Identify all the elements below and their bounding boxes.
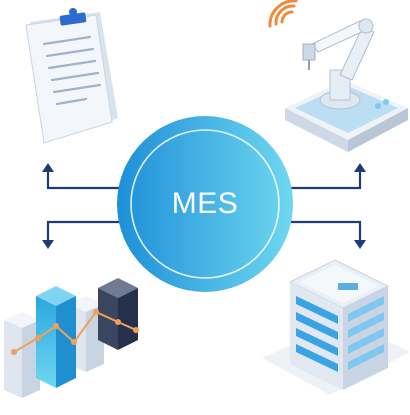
- arrow-bottom-right: [286, 220, 362, 242]
- arrowhead-down-icon: [354, 240, 366, 249]
- office-building-icon: [262, 259, 410, 395]
- arrowhead-up-icon: [354, 163, 366, 172]
- hub-label: MES: [171, 187, 239, 220]
- arrowhead-down-icon: [42, 240, 54, 249]
- clipboard-icon: [25, 8, 118, 144]
- connector-lines: [46, 170, 362, 242]
- wifi-signal-icon: [268, 0, 298, 28]
- robot-arm-icon: [268, 0, 408, 152]
- arrow-top-right: [280, 170, 362, 190]
- mes-hub: [117, 116, 293, 292]
- arrowhead-up-icon: [42, 163, 54, 172]
- arrow-top-left: [46, 170, 130, 190]
- server-chart-icon: [4, 278, 139, 398]
- arrow-bottom-left: [46, 220, 124, 242]
